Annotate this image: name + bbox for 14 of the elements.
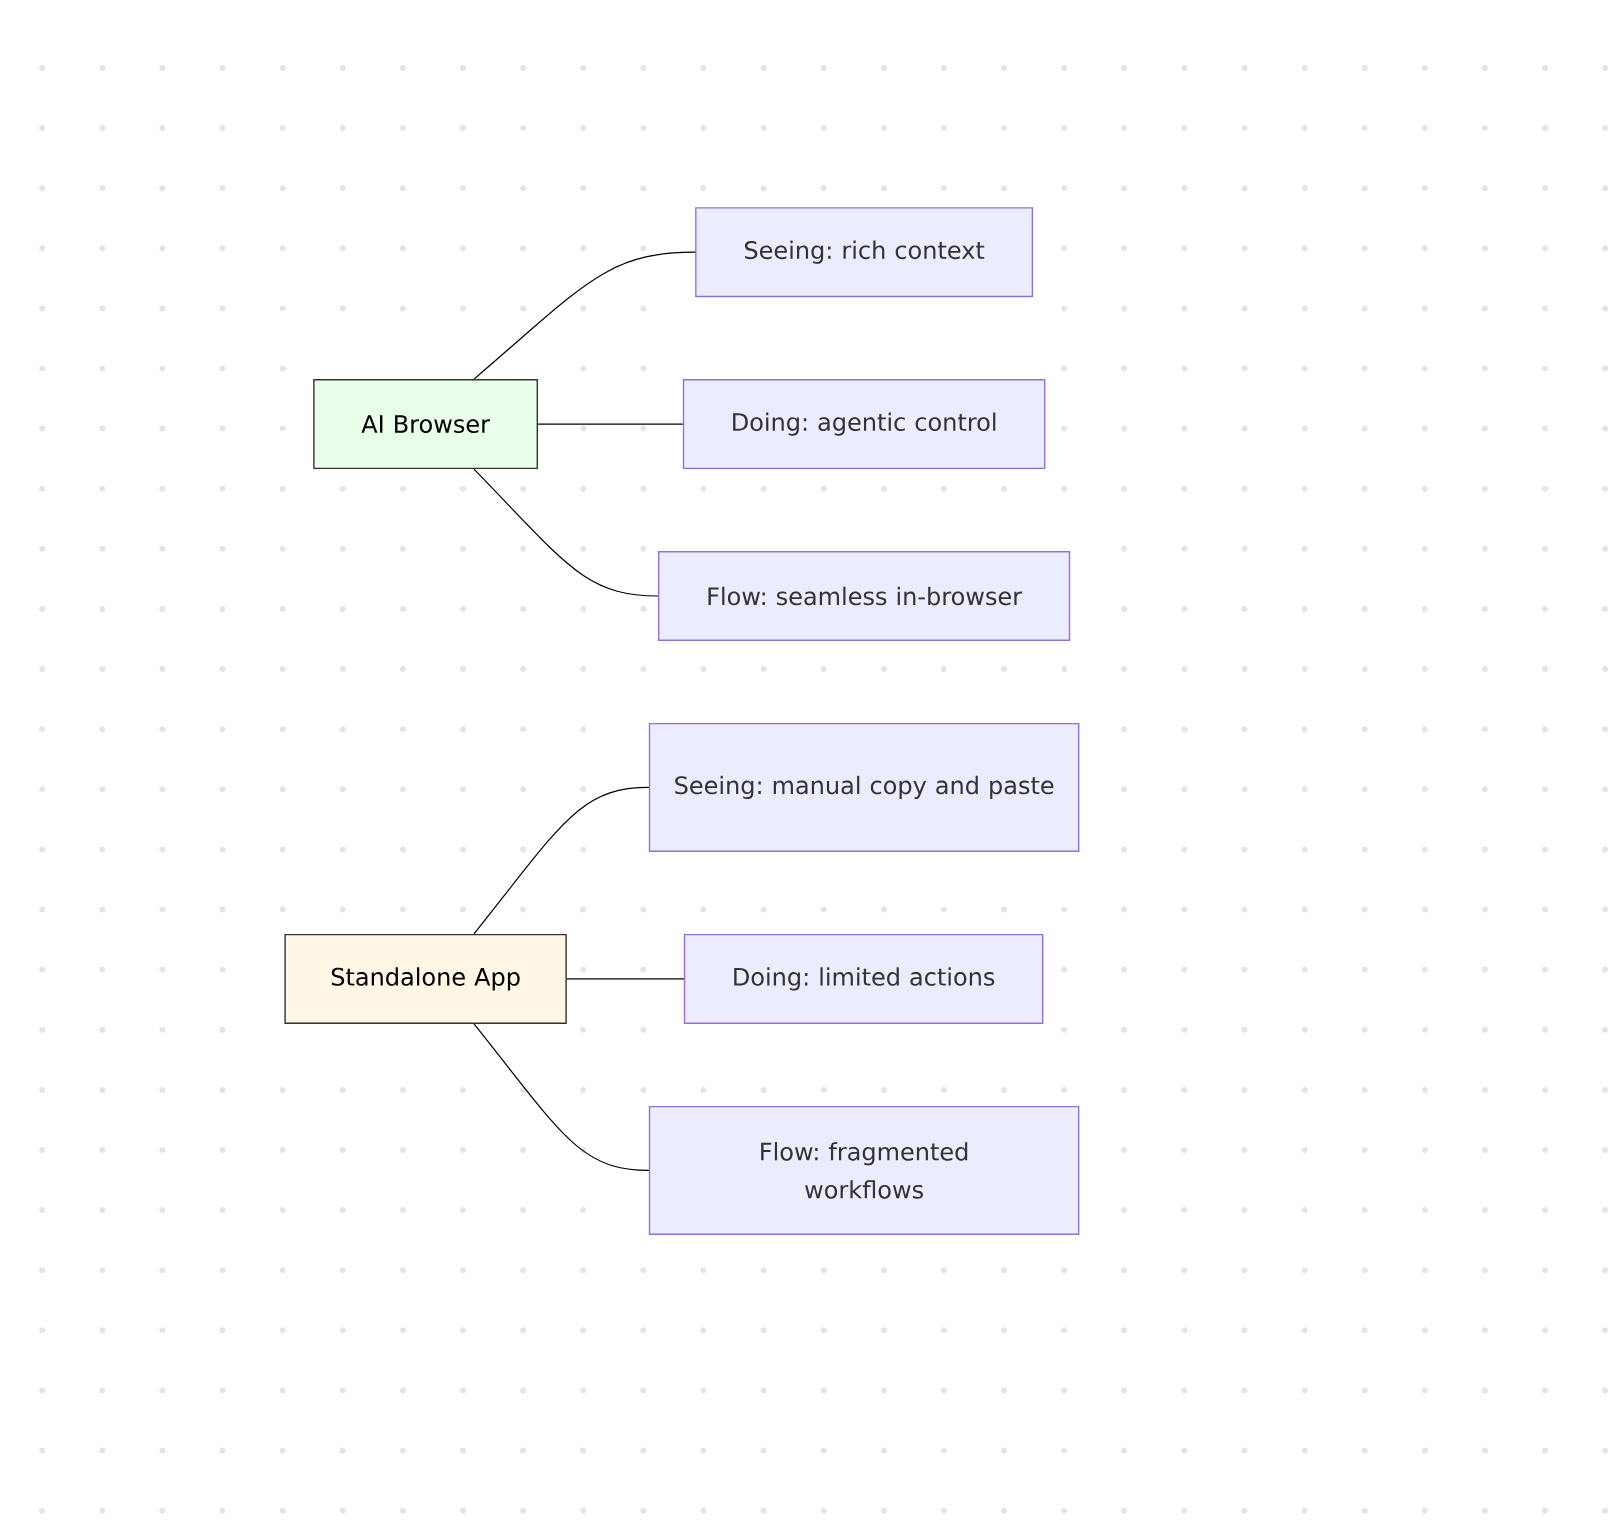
- connector-line: [566, 978, 685, 980]
- feature-box: Seeing: rich context: [695, 207, 1034, 298]
- category-box: Standalone App: [284, 933, 567, 1024]
- category-box: AI Browser: [313, 379, 538, 470]
- connector-line: [537, 423, 684, 425]
- feature-box: Flow: seamless in-browser: [658, 551, 1071, 641]
- connector-line: [473, 468, 659, 597]
- feature-box: Seeing: manual copy and paste: [648, 722, 1080, 852]
- feature-box: Doing: limited actions: [683, 933, 1044, 1024]
- feature-box: Flow: fragmented workflows: [648, 1105, 1080, 1235]
- feature-box: Doing: agentic control: [682, 379, 1046, 470]
- connector-line: [473, 251, 696, 380]
- connector-line: [473, 1023, 650, 1171]
- connector-line: [473, 786, 650, 935]
